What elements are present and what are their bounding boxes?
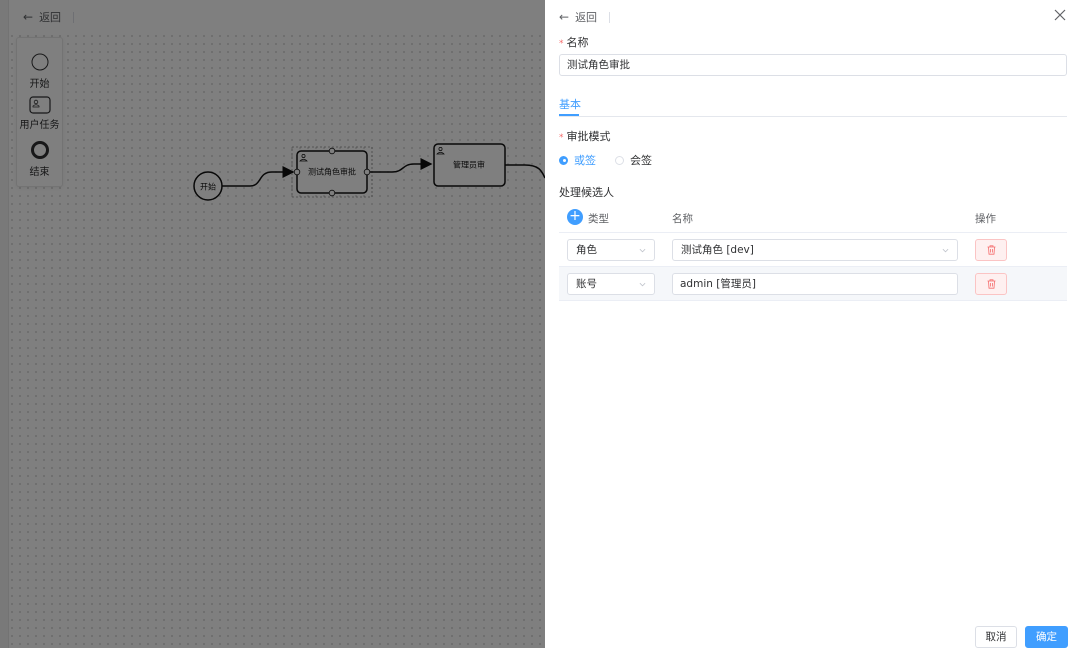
name-field-label: *名称 — [559, 34, 589, 50]
approval-mode-label: *审批模式 — [559, 128, 611, 144]
name-label-text: 名称 — [566, 36, 589, 49]
delete-row-button[interactable] — [975, 273, 1007, 295]
required-mark: * — [559, 133, 564, 143]
account-input[interactable]: admin [管理员] — [672, 273, 958, 295]
column-header-name: 名称 — [672, 213, 693, 225]
drawer-back-label: 返回 — [575, 11, 598, 24]
name-select[interactable]: 测试角色 [dev] — [672, 239, 958, 261]
type-select-value: 账号 — [576, 278, 597, 290]
modal-overlay[interactable] — [0, 0, 545, 648]
type-select[interactable]: 账号 — [567, 273, 655, 295]
type-select-value: 角色 — [576, 244, 597, 256]
back-arrow-icon: ← — [559, 10, 570, 24]
table-divider — [559, 232, 1067, 233]
approval-mode-text: 审批模式 — [566, 130, 611, 143]
column-header-action: 操作 — [975, 213, 996, 225]
chevron-down-icon — [639, 282, 646, 287]
candidates-label: 处理候选人 — [559, 186, 614, 199]
radio-checked-icon — [559, 155, 568, 165]
divider — [609, 11, 611, 23]
tab-basic[interactable]: 基本 — [559, 98, 581, 111]
radio-or-sign[interactable]: 或签 — [559, 152, 596, 168]
add-candidate-button[interactable]: + — [567, 209, 583, 225]
chevron-down-icon — [639, 248, 646, 253]
radio-or-sign-label: 或签 — [574, 154, 596, 167]
cancel-button[interactable]: 取消 — [975, 626, 1017, 648]
required-mark: * — [559, 39, 564, 49]
table-divider — [559, 266, 1067, 267]
table-divider — [559, 300, 1067, 301]
type-select[interactable]: 角色 — [567, 239, 655, 261]
radio-counter-sign-label: 会签 — [630, 154, 652, 167]
drawer-back-button[interactable]: ← 返回 — [559, 9, 611, 25]
trash-icon — [987, 279, 996, 289]
radio-counter-sign[interactable]: 会签 — [615, 152, 652, 168]
close-icon[interactable] — [1052, 7, 1068, 23]
chevron-down-icon — [942, 248, 949, 253]
name-select-value: 测试角色 [dev] — [681, 244, 754, 256]
radio-unchecked-icon — [615, 155, 624, 165]
tab-divider — [559, 116, 1067, 117]
properties-drawer: ← 返回 *名称 测试角色审批 基本 *审批模式 或签 会签 处理候选人 + 类… — [545, 0, 1080, 648]
column-header-type: 类型 — [588, 213, 609, 225]
name-input[interactable]: 测试角色审批 — [559, 54, 1067, 76]
confirm-button[interactable]: 确定 — [1025, 626, 1068, 648]
delete-row-button[interactable] — [975, 239, 1007, 261]
plus-icon: + — [569, 208, 581, 224]
tab-active-indicator — [559, 114, 579, 116]
trash-icon — [987, 245, 996, 255]
